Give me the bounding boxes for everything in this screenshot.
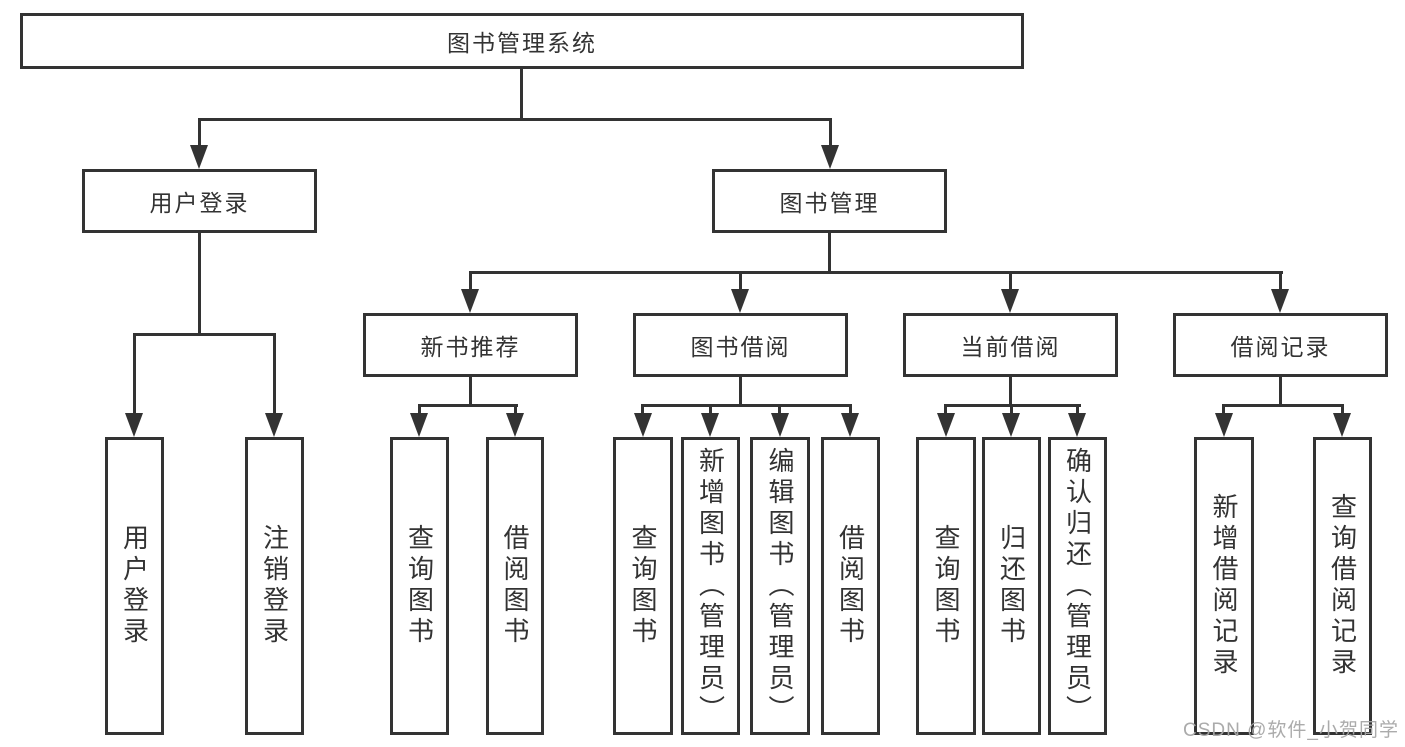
connector-arrow-shaft — [849, 404, 852, 420]
connector-branch — [418, 404, 518, 407]
connector-stem — [1279, 377, 1282, 407]
leaf-borrow-books-borrowing: 借阅图书 — [821, 437, 880, 735]
connector-arrow-shaft — [273, 333, 276, 419]
leaf-confirm-return-admin: 确认归还（管理员） — [1048, 437, 1107, 735]
leaf-query-books-recommend: 查询图书 — [390, 437, 449, 735]
leaf-logout: 注销登录 — [245, 437, 304, 735]
arrow-down-icon — [634, 413, 652, 437]
arrow-down-icon — [1002, 413, 1020, 437]
connector-arrow-shaft — [944, 404, 947, 420]
connector-arrow-shaft — [1076, 404, 1079, 420]
leaf-query-books-borrowing: 查询图书 — [613, 437, 673, 735]
leaf-query-borrow-record: 查询借阅记录 — [1313, 437, 1372, 735]
connector-arrow-shaft — [709, 404, 712, 420]
csdn-watermark: CSDN @软件_小贺同学 — [1183, 720, 1399, 741]
connector-login-branch — [133, 333, 276, 336]
connector-arrow-shaft — [1222, 404, 1225, 420]
connector-branch — [642, 404, 852, 407]
connector-level3-branch — [469, 271, 1283, 274]
connector-branch — [1222, 404, 1344, 407]
connector-arrow-shaft — [514, 404, 517, 420]
leaf-query-books-current: 查询图书 — [916, 437, 976, 735]
leaf-user-login: 用户登录 — [105, 437, 164, 735]
node-book-borrowing: 图书借阅 — [633, 313, 848, 377]
arrow-down-icon — [821, 145, 839, 169]
arrow-down-icon — [701, 413, 719, 437]
arrow-down-icon — [937, 413, 955, 437]
arrow-down-icon — [125, 413, 143, 437]
arrow-down-icon — [771, 413, 789, 437]
connector-arrow-shaft — [829, 118, 832, 150]
connector-arrow-shaft — [1341, 404, 1344, 420]
arrow-down-icon — [1001, 289, 1019, 313]
node-book-management: 图书管理 — [712, 169, 947, 233]
node-user-login: 用户登录 — [82, 169, 317, 233]
connector-arrow-shaft — [198, 118, 201, 150]
connector-arrow-shaft — [1010, 404, 1013, 420]
leaf-add-borrow-record: 新增借阅记录 — [1194, 437, 1254, 735]
connector-login-stem — [198, 233, 201, 336]
connector-arrow-shaft — [778, 404, 781, 420]
arrow-down-icon — [731, 289, 749, 313]
connector-arrow-shaft — [641, 404, 644, 420]
connector-mgmt-stem — [828, 233, 831, 274]
leaf-add-book-admin: 新增图书（管理员） — [681, 437, 740, 735]
connector-root-stem — [520, 69, 523, 121]
leaf-borrow-books-recommend: 借阅图书 — [486, 437, 544, 735]
node-borrowing-records: 借阅记录 — [1173, 313, 1388, 377]
node-library-system-root: 图书管理系统 — [20, 13, 1024, 69]
connector-arrow-shaft — [418, 404, 421, 420]
arrow-down-icon — [841, 413, 859, 437]
connector-arrow-shaft — [133, 333, 136, 419]
connector-level1-branch — [198, 118, 832, 121]
arrow-down-icon — [1215, 413, 1233, 437]
connector-stem — [1009, 377, 1012, 407]
connector-arrow-shaft — [1279, 271, 1282, 293]
arrow-down-icon — [506, 413, 524, 437]
connector-arrow-shaft — [469, 271, 472, 293]
arrow-down-icon — [265, 413, 283, 437]
arrow-down-icon — [461, 289, 479, 313]
arrow-down-icon — [190, 145, 208, 169]
connector-arrow-shaft — [739, 271, 742, 293]
node-current-borrowing: 当前借阅 — [903, 313, 1118, 377]
arrow-down-icon — [1068, 413, 1086, 437]
arrow-down-icon — [410, 413, 428, 437]
connector-stem — [469, 377, 472, 407]
connector-arrow-shaft — [1009, 271, 1012, 293]
leaf-return-book: 归还图书 — [982, 437, 1041, 735]
node-new-book-recommend: 新书推荐 — [363, 313, 578, 377]
leaf-edit-book-admin: 编辑图书（管理员） — [750, 437, 810, 735]
arrow-down-icon — [1333, 413, 1351, 437]
arrow-down-icon — [1271, 289, 1289, 313]
connector-stem — [739, 377, 742, 407]
